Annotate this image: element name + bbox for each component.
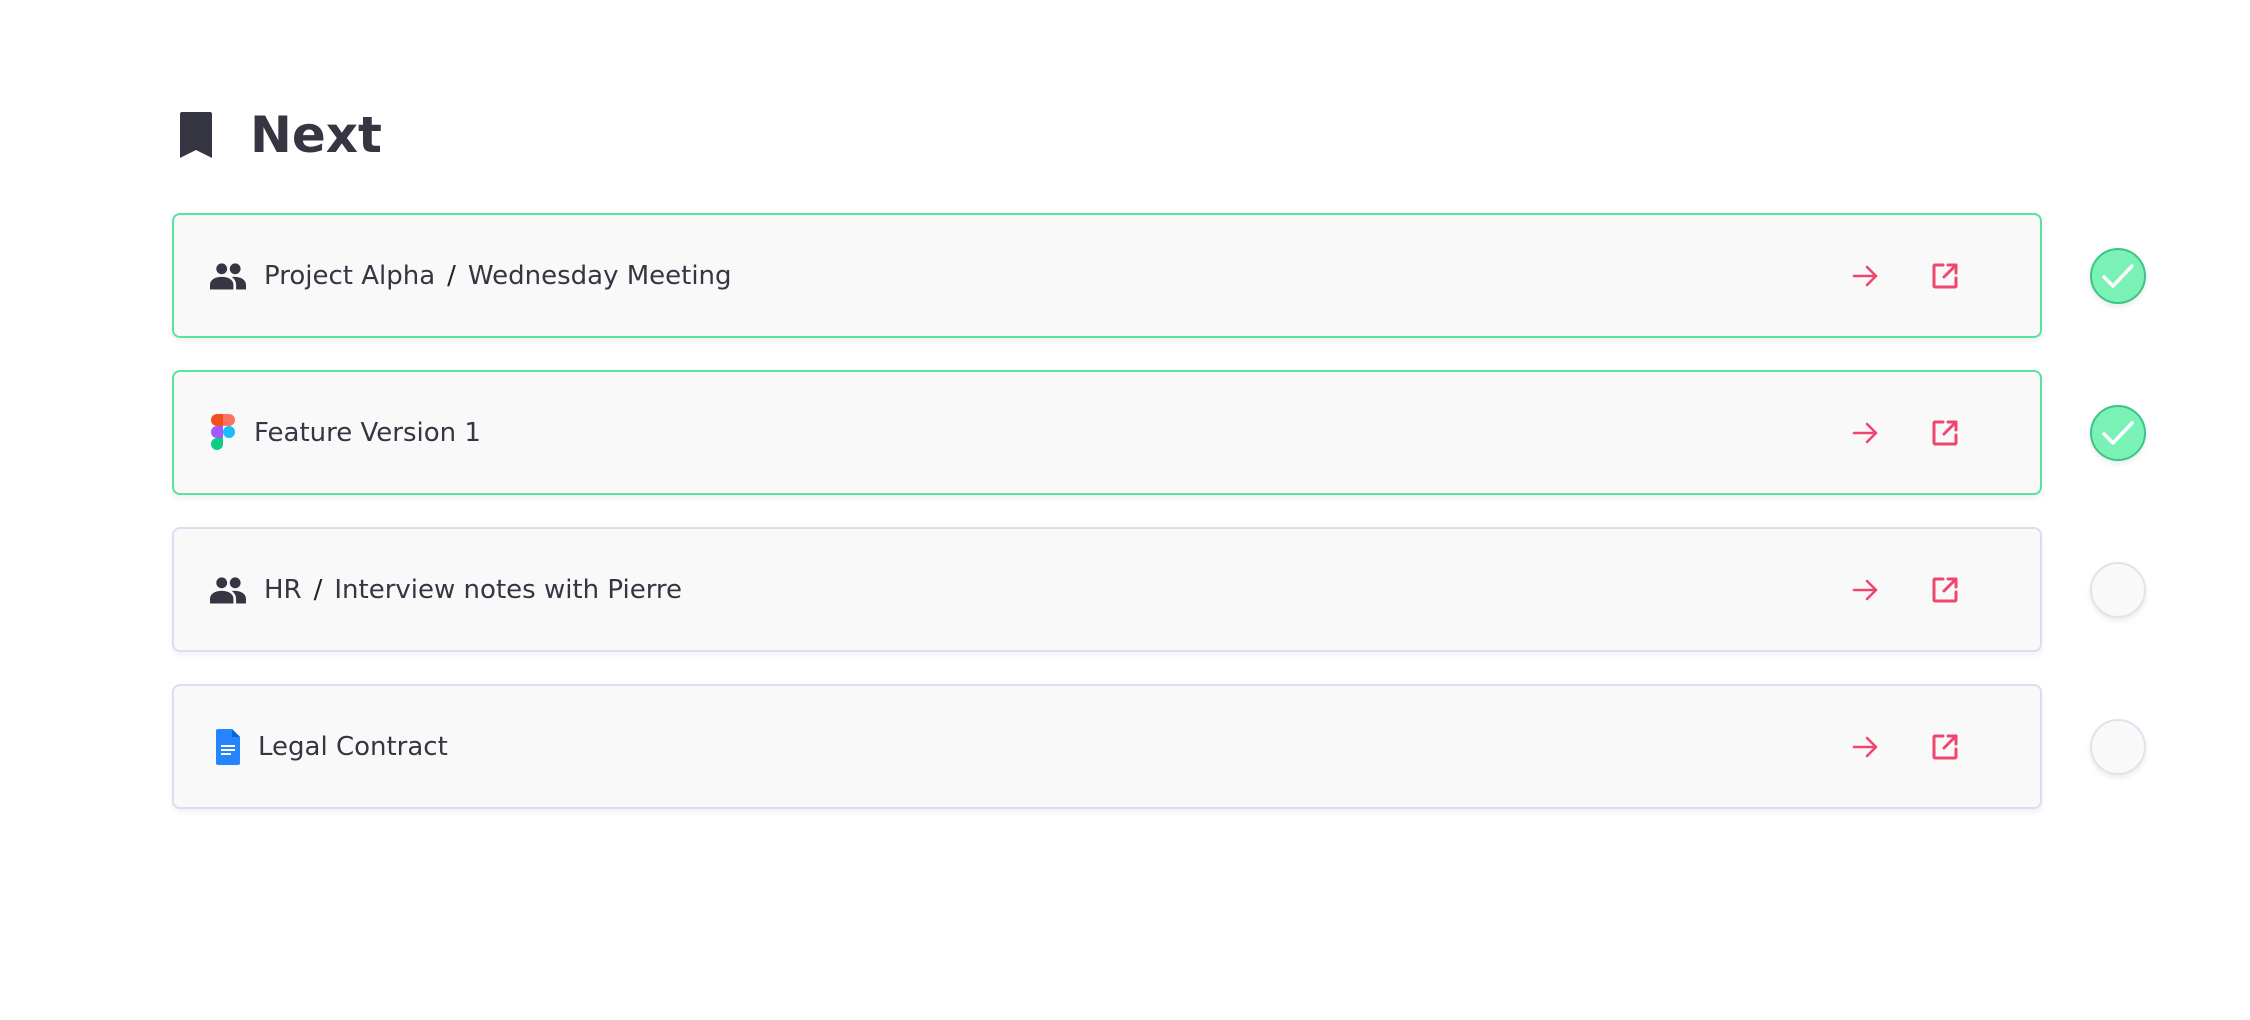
arrow-right-icon[interactable] <box>1850 418 1880 448</box>
external-link-icon[interactable] <box>1930 732 1960 762</box>
item-name: Feature Version 1 <box>254 417 481 448</box>
breadcrumb-separator: / <box>447 260 456 291</box>
item-card[interactable]: Legal Contract <box>172 684 2042 809</box>
done-checkbox[interactable] <box>2090 404 2146 461</box>
done-checkbox[interactable] <box>2090 718 2146 775</box>
item-parent: HR <box>264 574 302 605</box>
external-link-icon[interactable] <box>1930 575 1960 605</box>
external-link-icon[interactable] <box>1930 418 1960 448</box>
item-parent: Project Alpha <box>264 260 436 291</box>
arrow-right-icon[interactable] <box>1850 261 1880 291</box>
item-title: Project Alpha / Wednesday Meeting <box>264 261 732 291</box>
bookmark-icon <box>180 112 212 158</box>
item-card[interactable]: Project Alpha / Wednesday Meeting <box>172 213 2042 338</box>
done-checkbox[interactable] <box>2090 247 2146 304</box>
list-item: Project Alpha / Wednesday Meeting <box>172 213 2146 338</box>
item-title: HR / Interview notes with Pierre <box>264 575 682 605</box>
list-item: Feature Version 1 <box>172 370 2146 495</box>
item-card[interactable]: HR / Interview notes with Pierre <box>172 527 2042 652</box>
done-checkbox[interactable] <box>2090 561 2146 618</box>
google-doc-icon <box>216 728 240 765</box>
people-icon <box>210 572 246 608</box>
item-name: Wednesday Meeting <box>467 260 732 291</box>
page-title: Next <box>250 106 382 164</box>
item-name: Legal Contract <box>258 731 448 762</box>
item-name: Interview notes with Pierre <box>334 574 683 605</box>
list-item: HR / Interview notes with Pierre <box>172 527 2146 652</box>
checkmark-icon <box>2102 263 2134 288</box>
item-card[interactable]: Feature Version 1 <box>172 370 2042 495</box>
checkmark-icon <box>2102 420 2134 445</box>
people-icon <box>210 258 246 294</box>
list-item: Legal Contract <box>172 684 2146 809</box>
arrow-right-icon[interactable] <box>1850 575 1880 605</box>
figma-icon <box>210 413 236 451</box>
external-link-icon[interactable] <box>1930 261 1960 291</box>
section-header: Next <box>180 106 382 164</box>
breadcrumb-separator: / <box>313 574 323 605</box>
arrow-right-icon[interactable] <box>1850 732 1880 762</box>
